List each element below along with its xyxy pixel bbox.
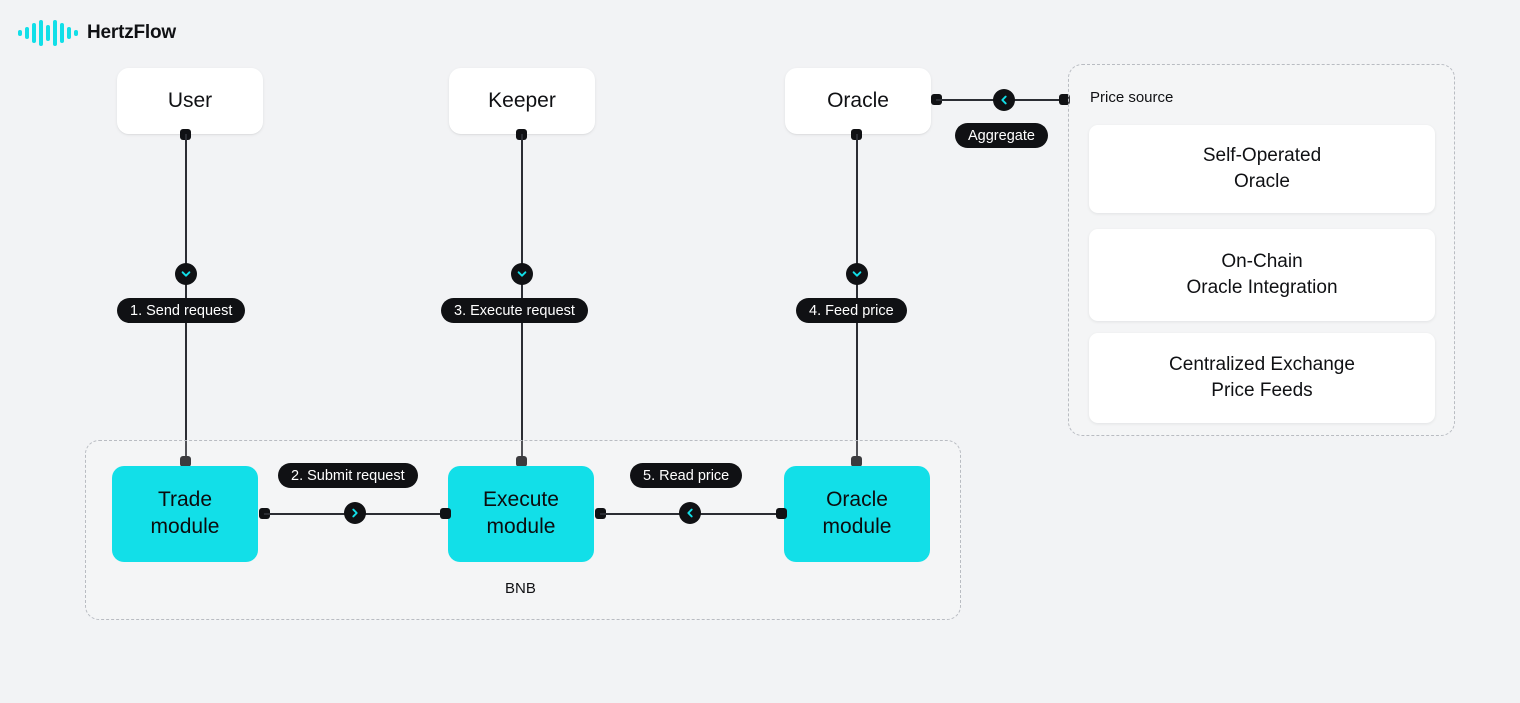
panel-price-source-title: Price source — [1090, 89, 1174, 106]
audio-wave-bar — [18, 30, 22, 36]
connector-endcap-execute-left — [440, 508, 451, 519]
audio-wave-bar — [67, 27, 71, 39]
audio-wave-bar — [39, 20, 43, 46]
chevron-down-icon-step4[interactable] — [846, 263, 868, 285]
audio-wave-bar — [53, 20, 57, 46]
connector-endcap-pricesource-left — [1059, 94, 1070, 105]
flow-label-step5: 5. Read price — [630, 463, 743, 488]
audio-wave-bar — [32, 23, 36, 43]
price-source-card-label: On-Chain Oracle Integration — [1186, 250, 1338, 298]
audio-wave-bar — [25, 27, 29, 39]
chevron-down-icon-step3[interactable] — [511, 263, 533, 285]
node-oracle-module[interactable]: Oracle module — [784, 466, 930, 562]
price-source-card-on-chain-oracle-integration[interactable]: On-Chain Oracle Integration — [1089, 229, 1435, 321]
price-source-card-centralized-exchange-price-feeds[interactable]: Centralized Exchange Price Feeds — [1089, 333, 1435, 423]
node-keeper-label: Keeper — [488, 89, 556, 112]
audio-wave-bar — [60, 23, 64, 43]
audio-wave-icon — [18, 20, 78, 46]
brand-logo-wordmark[interactable]: HertzFlow — [18, 20, 176, 46]
node-execute-module-label: Execute module — [483, 488, 559, 538]
price-source-card-label: Centralized Exchange Price Feeds — [1169, 353, 1355, 401]
connector-endcap-trade-top — [180, 456, 191, 467]
flow-label-aggregate: Aggregate — [955, 123, 1048, 148]
brand-name: HertzFlow — [87, 22, 176, 43]
connector-endcap-oraclemodule-left — [776, 508, 787, 519]
audio-wave-bar — [74, 30, 78, 36]
chevron-down-icon-step1[interactable] — [175, 263, 197, 285]
audio-wave-bar — [46, 25, 50, 41]
node-trade-module-label: Trade module — [150, 488, 220, 538]
flow-label-step1: 1. Send request — [117, 298, 246, 323]
connector-endcap-oraclemodule-top — [851, 456, 862, 467]
node-oracle-label: Oracle — [827, 89, 889, 112]
chevron-right-icon-step2[interactable] — [344, 502, 366, 524]
flow-label-step3: 3. Execute request — [441, 298, 588, 323]
chevron-left-icon-step5[interactable] — [679, 502, 701, 524]
price-source-card-label: Self-Operated Oracle — [1202, 144, 1322, 192]
node-keeper[interactable]: Keeper — [449, 68, 595, 134]
node-trade-module[interactable]: Trade module — [112, 466, 258, 562]
chevron-left-icon-aggregate[interactable] — [993, 89, 1015, 111]
node-user[interactable]: User — [117, 68, 263, 134]
group-bnb-caption: BNB — [505, 580, 536, 597]
price-source-card-self-operated-oracle[interactable]: Self-Operated Oracle — [1089, 125, 1435, 213]
connector-endcap-execute-top — [516, 456, 527, 467]
node-execute-module[interactable]: Execute module — [448, 466, 594, 562]
node-oracle-module-label: Oracle module — [822, 488, 892, 538]
node-user-label: User — [167, 89, 213, 112]
flow-label-step2: 2. Submit request — [278, 463, 418, 488]
flow-label-step4: 4. Feed price — [796, 298, 907, 323]
node-oracle[interactable]: Oracle — [785, 68, 931, 134]
